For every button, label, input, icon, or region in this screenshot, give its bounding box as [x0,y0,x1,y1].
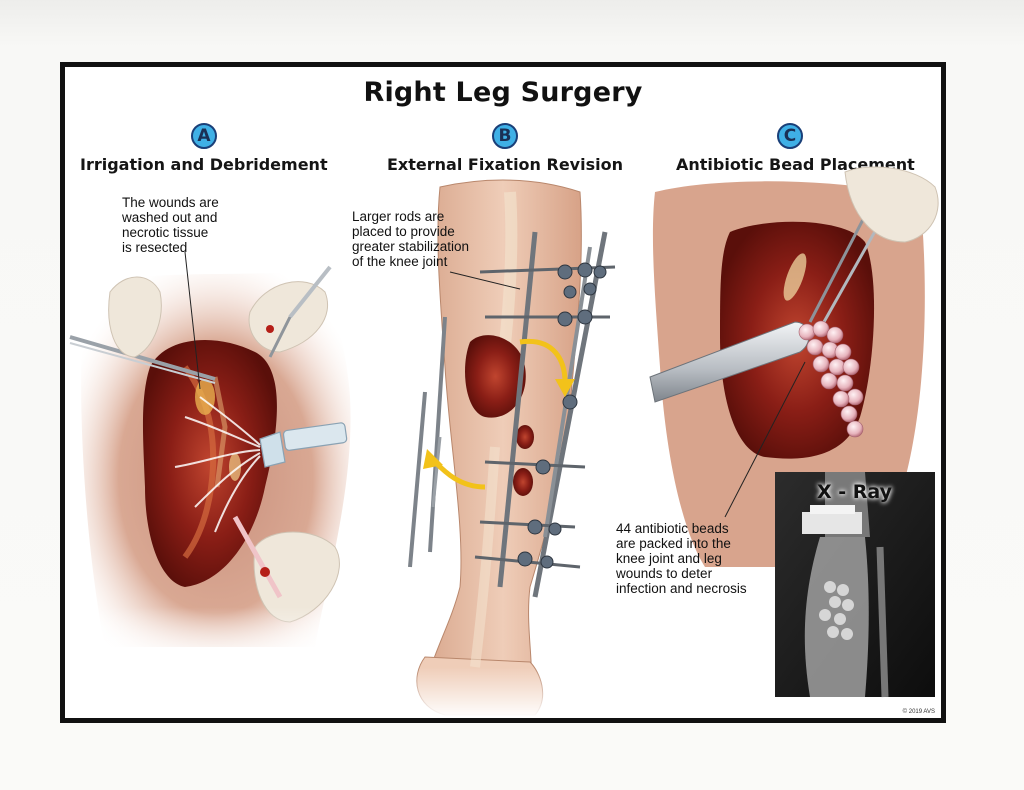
copyright-notice: © 2019 AVS [902,709,935,715]
panel-c-caption: 44 antibiotic beads are packed into the … [616,521,747,596]
panel-b-caption: Larger rods are placed to provide greate… [352,209,470,269]
panel-c-illustration [649,166,939,698]
panel-a-illustration [65,251,355,667]
panel-a-title: Irrigation and Debridement [80,155,328,174]
panel-b-badge: B [492,123,518,149]
illustration-frame: Right Leg Surgery A B C Irrigation and D… [60,62,946,723]
panel-a-badge: A [191,123,217,149]
antibiotic-beads [798,320,864,438]
surgery-illustrations [65,166,939,718]
page-title: Right Leg Surgery [363,77,643,108]
xray-label: X - Ray [817,481,893,503]
xray-image [775,472,935,698]
panel-b-title: External Fixation Revision [387,155,623,174]
panel-b-illustration [405,179,616,718]
panel-c-badge: C [777,123,803,149]
panel-a-caption: The wounds are washed out and necrotic t… [122,195,219,255]
